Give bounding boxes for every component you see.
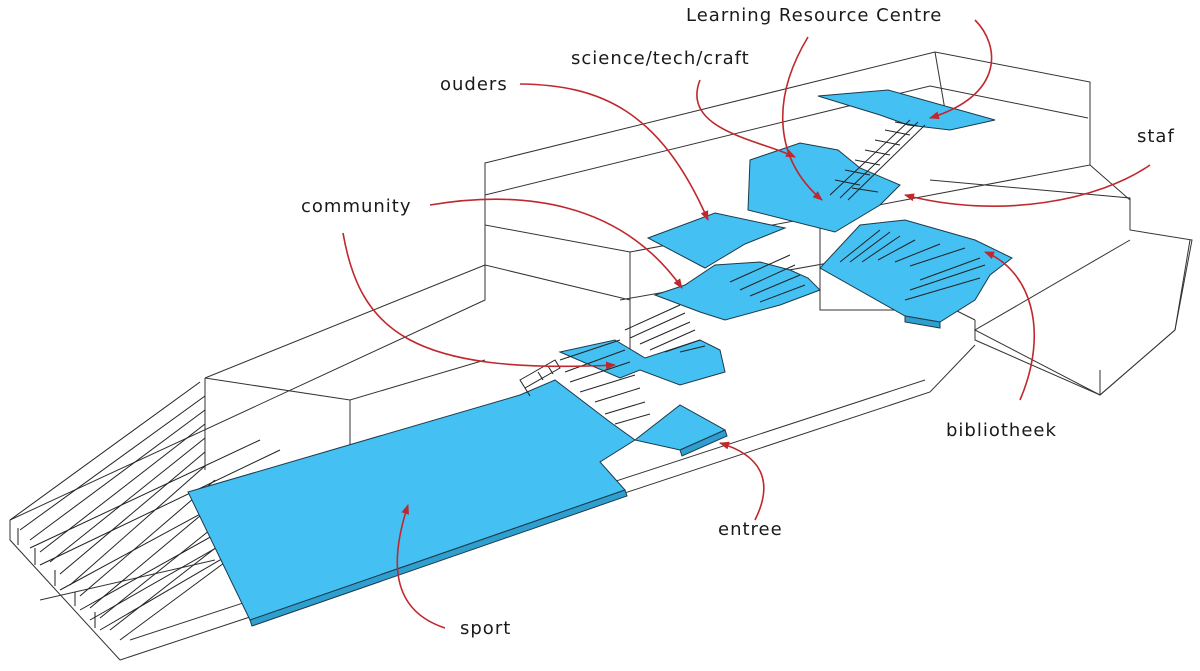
label-community: community: [301, 196, 412, 217]
arrow-community-2: [342, 232, 616, 370]
arrow-entree: [719, 441, 765, 521]
main-body-outline: [9, 265, 486, 521]
arrow-lrc: [929, 19, 993, 120]
slab-sport: [187, 379, 636, 621]
slab-science: [747, 142, 901, 233]
arrow-lrc-to-mid: [781, 36, 823, 201]
right-wing-outline: [929, 179, 1193, 396]
arrow-sport: [396, 504, 446, 629]
callout-arrows: [342, 19, 1151, 629]
label-entree: entree: [718, 519, 783, 540]
slab-bibliotheek: [819, 219, 1013, 323]
floor-slabs: [187, 89, 1013, 627]
label-learning-resource-centre: Learning Resource Centre: [686, 5, 943, 26]
slab-lrc: [817, 89, 996, 131]
slab-ouders: [646, 212, 787, 269]
label-science-tech-craft: science/tech/craft: [571, 48, 750, 69]
arrow-ouders: [519, 83, 709, 221]
internal-stairs: [519, 119, 986, 425]
label-bibliotheek: bibliotheek: [946, 420, 1057, 441]
arrow-science: [696, 79, 796, 158]
label-staf: staf: [1137, 126, 1175, 147]
label-sport: sport: [460, 618, 512, 639]
arrow-staf: [904, 164, 1151, 207]
arrow-community-1: [429, 198, 683, 289]
label-ouders: ouders: [440, 74, 508, 95]
arrow-bibliotheek: [984, 251, 1035, 401]
